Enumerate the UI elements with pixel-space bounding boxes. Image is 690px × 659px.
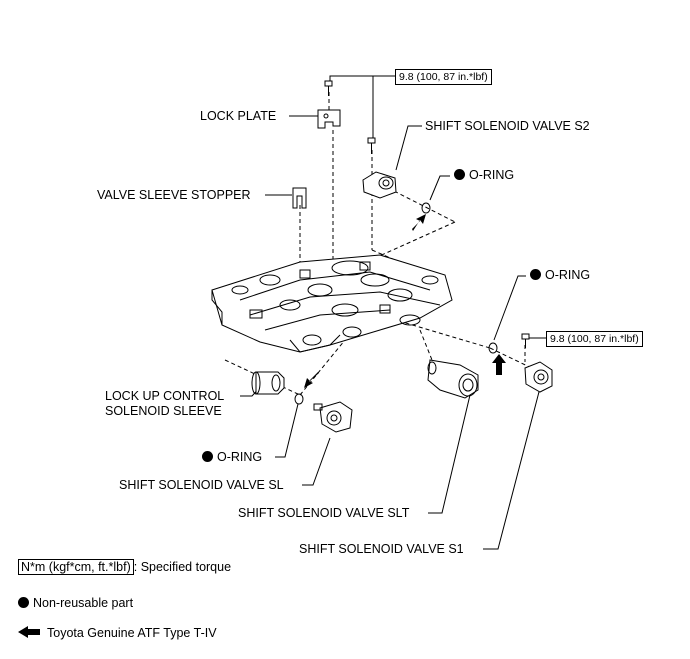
- torque-leader-top: [329, 75, 395, 82]
- o-ring-bottom-text: O-RING: [217, 450, 263, 464]
- label-o-ring-right: O-RING: [530, 268, 590, 282]
- label-valve-sleeve-stopper: VALVE SLEEVE STOPPER: [97, 188, 251, 202]
- label-shift-solenoid-s1: SHIFT SOLENOID VALVE S1: [299, 542, 464, 556]
- leader-s2: [395, 125, 422, 171]
- shift-solenoid-slt-part: [427, 359, 479, 399]
- legend-atf-arrow-icon: [18, 626, 40, 638]
- non-reusable-dot-icon: [530, 269, 541, 280]
- leader-o-ring-right: [493, 275, 526, 341]
- leader-slt: [428, 394, 471, 514]
- atf-arrow-top-icon: [412, 214, 426, 231]
- atf-arrow-bottom-icon: [304, 372, 319, 388]
- bolt-s2-icon: [367, 137, 376, 154]
- legend-dot-icon: [18, 597, 29, 608]
- lock-plate-part: [317, 109, 341, 129]
- label-o-ring-top: O-RING: [454, 168, 514, 182]
- legend-non-reusable: Non-reusable part: [18, 596, 133, 610]
- shift-solenoid-s2-part: [362, 171, 397, 199]
- o-ring-right-text: O-RING: [545, 268, 591, 282]
- legend-non-reusable-text: Non-reusable part: [33, 596, 134, 610]
- valve-body-part: [211, 254, 453, 353]
- label-o-ring-bottom: O-RING: [202, 450, 262, 464]
- legend-atf: Toyota Genuine ATF Type T-IV: [47, 626, 217, 640]
- label-lock-up-line1: LOCK UP CONTROL: [105, 389, 225, 403]
- legend-torque-unit: N*m (kgf*cm, ft.*lbf): [18, 559, 134, 575]
- o-ring-right-part: [488, 342, 498, 354]
- o-ring-bottom-part: [294, 393, 304, 405]
- shift-solenoid-s1-part: [524, 361, 553, 393]
- torque-spec-right: 9.8 (100, 87 in.*lbf): [546, 331, 643, 347]
- label-lock-plate: LOCK PLATE: [200, 109, 277, 123]
- bolt-top-icon: [324, 80, 333, 96]
- o-ring-top-text: O-RING: [469, 168, 515, 182]
- shift-solenoid-sl-part: [313, 401, 353, 433]
- leader-o-ring-bottom: [275, 403, 299, 458]
- leader-o-ring-top: [429, 175, 450, 201]
- non-reusable-dot-icon: [202, 451, 213, 462]
- bolt-s1-icon: [521, 333, 530, 348]
- leader-s1: [483, 387, 541, 550]
- valve-sleeve-stopper-part: [292, 187, 307, 209]
- label-lock-up-line2: SOLENOID SLEEVE: [105, 404, 222, 418]
- leader-sl: [302, 437, 331, 486]
- torque-spec-top: 9.8 (100, 87 in.*lbf): [395, 69, 492, 85]
- legend-torque-desc: : Specified torque: [133, 560, 232, 574]
- o-ring-top-part: [421, 202, 431, 214]
- label-shift-solenoid-s2: SHIFT SOLENOID VALVE S2: [425, 119, 590, 133]
- atf-arrow-right-icon: [492, 354, 506, 375]
- assembly-guide-lines: [224, 92, 541, 396]
- label-shift-solenoid-sl: SHIFT SOLENOID VALVE SL: [119, 478, 284, 492]
- non-reusable-dot-icon: [454, 169, 465, 180]
- legend-torque: N*m (kgf*cm, ft.*lbf): Specified torque: [18, 559, 232, 575]
- lock-up-control-sleeve-part: [251, 371, 285, 395]
- label-shift-solenoid-slt: SHIFT SOLENOID VALVE SLT: [238, 506, 410, 520]
